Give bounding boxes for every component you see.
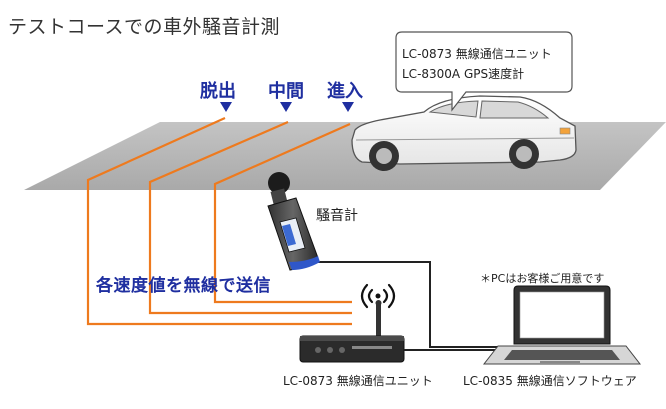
lane-label-entry: 進入 (327, 81, 363, 102)
receiver-unit-icon (299, 300, 405, 363)
wireless-signal-icon (360, 283, 396, 309)
callout-line-2: LC-8300A GPS速度計 (402, 67, 525, 81)
laptop-icon (482, 285, 642, 365)
callout-line-1: LC-0873 無線通信ユニット (402, 47, 552, 61)
software-label: LC-0835 無線通信ソフトウェア (463, 374, 637, 388)
lane-label-middle: 中間 (268, 81, 304, 102)
wire-entry (213, 122, 352, 304)
pc-note: ＊PCはお客様ご用意です (480, 272, 605, 285)
callout-bubble (395, 31, 573, 112)
wireless-send-label: 各速度値を無線で送信 (96, 276, 271, 296)
lane-marker-entry-icon (342, 102, 354, 112)
sound-level-meter-icon (267, 172, 320, 271)
wire-exit (86, 116, 352, 326)
sound-meter-label: 騒音計 (316, 208, 358, 224)
lane-marker-exit-icon (220, 102, 232, 112)
callout-text: LC-0873 無線通信ユニット LC-8300A GPS速度計 (402, 44, 552, 84)
sensor-wires (86, 116, 352, 326)
lane-label-exit: 脱出 (200, 81, 236, 102)
lane-marker-middle-icon (280, 102, 292, 112)
receiver-label: LC-0873 無線通信ユニット (283, 374, 433, 388)
car-icon (351, 95, 577, 171)
page-title: テストコースでの車外騒音計測 (8, 16, 281, 38)
wire-middle (148, 120, 352, 315)
